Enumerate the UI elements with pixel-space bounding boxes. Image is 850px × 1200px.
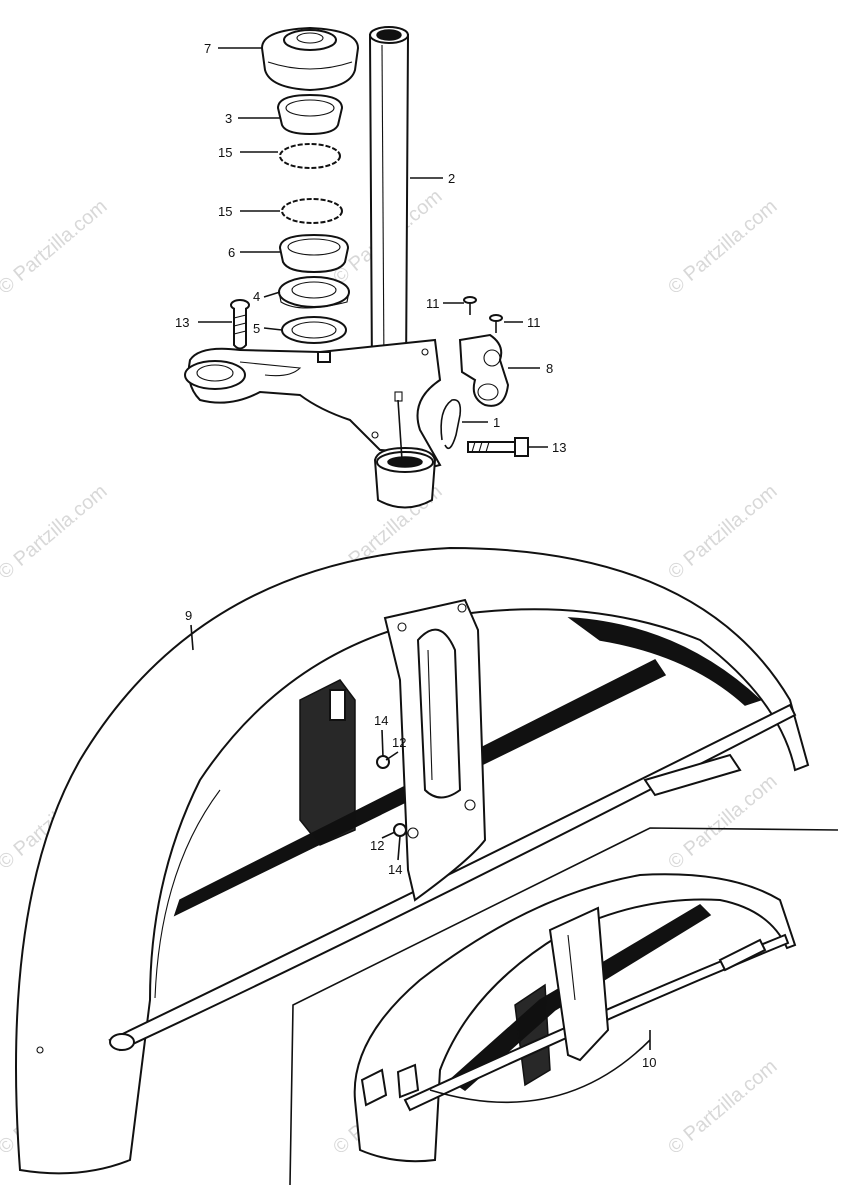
callout-12: 12 bbox=[370, 838, 384, 853]
watermark: © Partzilla.com bbox=[664, 1055, 781, 1158]
callout-14: 14 bbox=[374, 713, 388, 728]
part-7-top-cone bbox=[260, 26, 360, 92]
part-11-screws bbox=[463, 296, 503, 333]
callout-5: 5 bbox=[253, 321, 260, 336]
part-13-bolt-left bbox=[230, 299, 250, 350]
callout-7: 7 bbox=[204, 41, 211, 56]
callout-8: 8 bbox=[546, 361, 553, 376]
callout-12: 12 bbox=[392, 735, 406, 750]
part-2-steering-stem bbox=[368, 26, 410, 383]
part-13-bolt-right bbox=[467, 437, 529, 457]
callout-11: 11 bbox=[426, 296, 440, 311]
part-4-seal bbox=[278, 276, 350, 309]
callout-6: 6 bbox=[228, 245, 235, 260]
part-3-race bbox=[276, 93, 344, 136]
part-10-fender-inset bbox=[289, 827, 839, 1186]
part-8-clamp bbox=[458, 333, 510, 407]
part-6-race bbox=[278, 233, 350, 274]
callout-4: 4 bbox=[253, 289, 260, 304]
part-5-washer bbox=[281, 316, 347, 344]
callout-3: 3 bbox=[225, 111, 232, 126]
part-9-front-fender bbox=[15, 546, 810, 1175]
callout-labels: 7 3 15 15 6 4 13 5 2 11 11 8 1 13 9 14 1… bbox=[175, 41, 656, 1070]
watermark: © Partzilla.com bbox=[664, 195, 781, 298]
callout-13: 13 bbox=[175, 315, 189, 330]
part-bottom-bracket bbox=[184, 338, 442, 509]
callout-10: 10 bbox=[642, 1055, 656, 1070]
callout-2: 2 bbox=[448, 171, 455, 186]
callout-11: 11 bbox=[527, 315, 541, 330]
callout-14: 14 bbox=[388, 862, 402, 877]
watermark: © Partzilla.com bbox=[0, 480, 111, 583]
callout-15: 15 bbox=[218, 204, 232, 219]
part-15-ball-ring-upper bbox=[279, 143, 341, 169]
callout-15: 15 bbox=[218, 145, 232, 160]
leader-lines bbox=[190, 47, 651, 1050]
steering-stem-assembly bbox=[184, 26, 529, 509]
watermark: © Partzilla.com bbox=[0, 195, 111, 298]
part-15-ball-ring-lower bbox=[281, 198, 343, 224]
callout-13: 13 bbox=[552, 440, 566, 455]
callout-9: 9 bbox=[185, 608, 192, 623]
callout-1: 1 bbox=[493, 415, 500, 430]
part-1-clip bbox=[440, 398, 462, 450]
watermark: © Partzilla.com bbox=[664, 480, 781, 583]
